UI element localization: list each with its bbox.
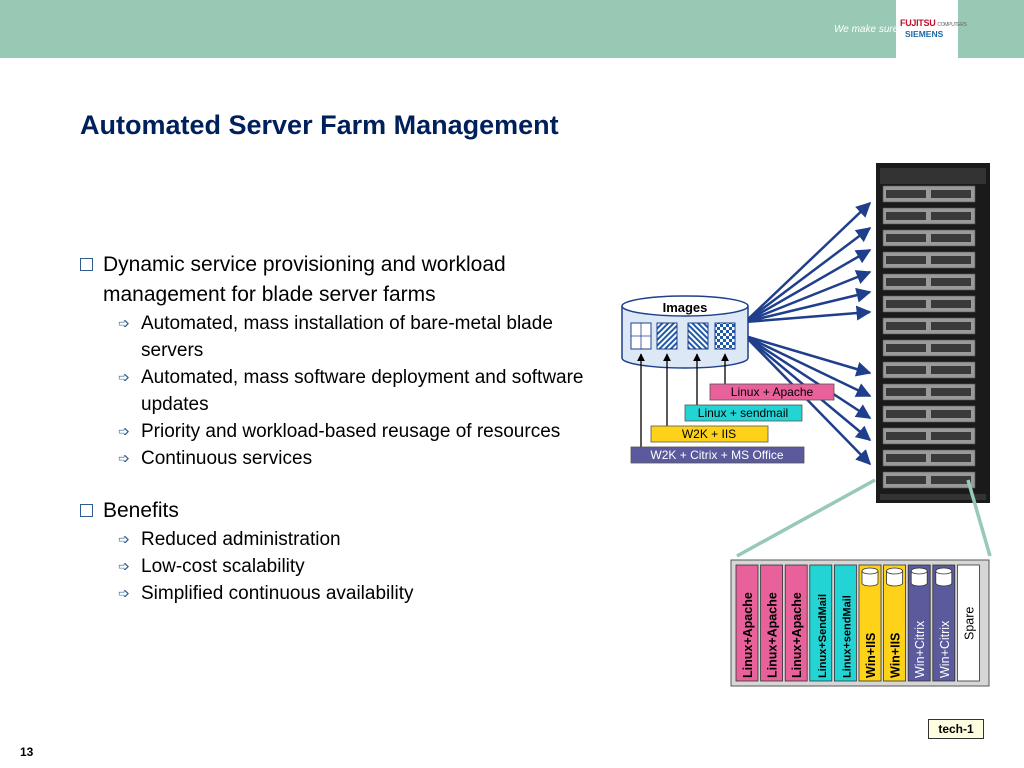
blade-label: Linux+Apache [790, 592, 804, 678]
sub-bullet-text: Simplified continuous availability [141, 583, 414, 604]
bullet-text: Benefits [103, 499, 179, 522]
blade-label: Win+Citrix [913, 620, 927, 678]
blade-linux-apache: Linux+Apache [735, 564, 759, 682]
images-database: Images [621, 295, 749, 369]
blade-label: Win+Citrix [938, 620, 952, 678]
sub-bullet: ➩ Simplified continuous availability [118, 580, 610, 607]
disk-icon [910, 571, 928, 587]
arrow-bullet-icon: ➩ [118, 369, 130, 385]
sub-bullet: ➩ Low-cost scalability [118, 553, 610, 580]
disk-icon [886, 571, 903, 587]
image-label-w2k-iis: W2K + IIS [650, 425, 769, 443]
sub-bullet: ➩ Reduced administration [118, 526, 610, 553]
sub-bullet: ➩ Automated, mass installation of bare-me… [118, 310, 610, 364]
svg-text:W2K + IIS: W2K + IIS [682, 427, 736, 441]
blade-linux-sendmail: Linux+sendMail [834, 564, 857, 682]
arrow-bullet-icon: ➩ [118, 423, 130, 439]
blade-label: Linux+Apache [766, 592, 780, 678]
sub-bullet-text: Priority and workload-based reusage of r… [141, 421, 561, 442]
sub-bullet-text: Automated, mass installation of bare-met… [141, 313, 553, 361]
images-label: Images [663, 300, 708, 315]
arrow-bullet-icon: ➩ [118, 558, 130, 574]
bullet: Benefits [80, 496, 610, 526]
logo-fujitsu: FUJITSU [900, 18, 936, 28]
svg-text:Linux + Apache: Linux + Apache [731, 385, 814, 399]
blade-win-citrix: Win+Citrix [932, 564, 956, 682]
arrow-bullet-icon: ➩ [118, 531, 130, 547]
blade-label: Spare [962, 607, 976, 640]
bullet-text: Dynamic service provisioning and workloa… [103, 253, 506, 306]
blade-win-citrix: Win+Citrix [907, 564, 931, 682]
square-bullet-icon [80, 258, 93, 271]
image-icon [714, 322, 736, 350]
arrow-bullet-icon: ➩ [118, 315, 130, 331]
arrow-bullet-icon: ➩ [118, 450, 130, 466]
image-icon [656, 322, 678, 350]
deployment-arrows [744, 201, 872, 466]
sub-bullet: ➩ Automated, mass software deployment and… [118, 364, 610, 418]
image-label-linux-apache: Linux + Apache [709, 383, 835, 401]
blade-label: Linux+sendMail [841, 595, 853, 678]
disk-icon [861, 571, 879, 587]
svg-text:W2K + Citrix + MS Office: W2K + Citrix + MS Office [650, 448, 783, 462]
blade-win-iis: Win+IIS [858, 564, 882, 682]
arrow-bullet-icon: ➩ [118, 585, 130, 601]
slide-title: Automated Server Farm Management [80, 110, 559, 140]
blade-label: Linux+SendMail [817, 594, 829, 678]
blade-win-iis: Win+IIS [883, 564, 906, 682]
disk-icon [935, 571, 953, 587]
blade-rack [876, 163, 990, 503]
image-label-w2k-citrix: W2K + Citrix + MS Office [630, 446, 805, 464]
blade-linux-apache: Linux+Apache [784, 564, 808, 682]
page-number: 13 [20, 745, 34, 759]
sub-bullet-text: Low-cost scalability [141, 556, 305, 577]
sub-bullet-text: Continuous services [141, 448, 313, 469]
image-label-linux-sendmail: Linux + sendmail [684, 404, 803, 422]
bullet: Dynamic service provisioning and workloa… [80, 250, 610, 310]
sub-bullet: ➩ Continuous services [118, 445, 610, 472]
sub-bullet: ➩ Priority and workload-based reusage of … [118, 418, 610, 445]
blade-linux-apache: Linux+Apache [760, 564, 783, 682]
svg-text:Linux + sendmail: Linux + sendmail [698, 406, 788, 420]
blade-detail: Linux+Apache Linux+Apache Linux+Apache Linu… [730, 559, 990, 687]
blade-label: Linux+Apache [741, 592, 755, 678]
image-icon [687, 322, 709, 350]
blade-label: Win+IIS [889, 633, 903, 678]
sub-bullet-text: Automated, mass software deployment and … [141, 367, 584, 415]
blade-spare: Spare [957, 564, 980, 682]
logo-computers: COMPUTERS [937, 22, 967, 28]
tagline: We make sure [834, 24, 899, 35]
sub-bullet-text: Reduced administration [141, 529, 341, 550]
tech-tag: tech-1 [928, 719, 984, 739]
square-bullet-icon [80, 504, 93, 517]
blade-linux-sendmail: Linux+SendMail [809, 564, 833, 682]
logo-siemens: SIEMENS [905, 29, 944, 39]
blade-label: Win+IIS [864, 633, 878, 678]
bullet-list: Dynamic service provisioning and workloa… [80, 250, 610, 607]
